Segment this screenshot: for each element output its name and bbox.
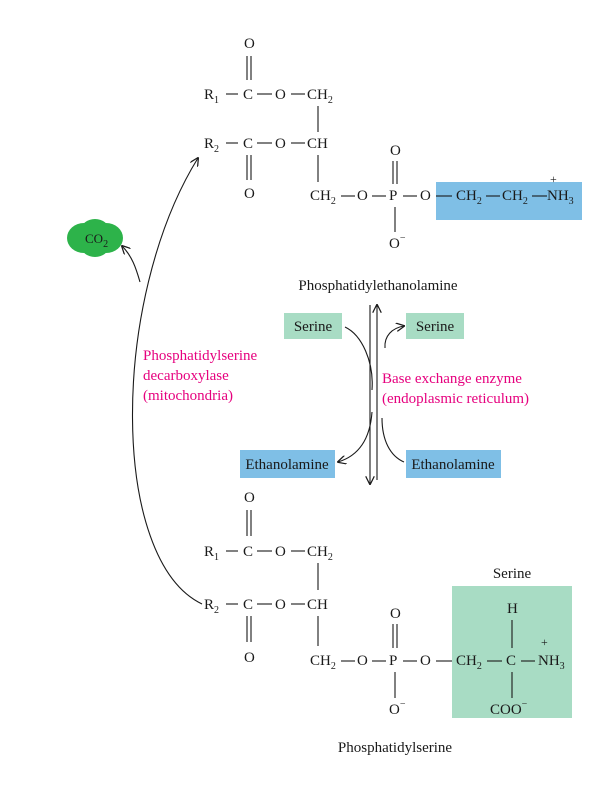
svg-text:CH2: CH2: [310, 188, 336, 207]
svg-text:O: O: [244, 490, 255, 506]
svg-text:C: C: [243, 87, 253, 103]
ethanolamine-out-box: Ethanolamine: [240, 450, 335, 478]
serine-uptake-arrow: [344, 326, 373, 391]
ethanolamine-head-box: [436, 182, 582, 220]
svg-text:CH: CH: [307, 597, 328, 613]
svg-text:O: O: [420, 188, 431, 204]
svg-text:COO−: COO−: [490, 699, 528, 718]
svg-text:R2: R2: [204, 597, 219, 616]
svg-text:CH2: CH2: [456, 188, 482, 207]
svg-text:O: O: [275, 597, 286, 613]
svg-text:O: O: [420, 653, 431, 669]
svg-text:C: C: [243, 136, 253, 152]
svg-text:H: H: [507, 601, 518, 617]
svg-text:C: C: [243, 597, 253, 613]
svg-text:O: O: [275, 136, 286, 152]
decarboxylase-arrow: [131, 158, 203, 605]
svg-text:O−: O−: [389, 233, 406, 252]
serine-out-box: Serine: [406, 313, 464, 339]
ethanolamine-in-box: Ethanolamine: [406, 450, 501, 478]
svg-text:Serine: Serine: [416, 319, 455, 335]
svg-text:O: O: [275, 87, 286, 103]
svg-text:O: O: [357, 188, 368, 204]
svg-text:Base exchange enzyme: Base exchange enzyme: [382, 371, 522, 387]
top-o-carbonyl-1: O: [244, 36, 255, 52]
svg-text:(mitochondria): (mitochondria): [143, 388, 233, 404]
svg-text:Serine: Serine: [493, 566, 532, 582]
svg-text:+: +: [541, 635, 548, 649]
svg-text:CH2: CH2: [310, 653, 336, 672]
ethanolamine-uptake-arrow: [381, 417, 405, 463]
svg-text:P: P: [389, 188, 397, 204]
svg-text:+: +: [550, 172, 557, 186]
svg-text:CH2: CH2: [502, 188, 528, 207]
enzyme-right-label: Base exchange enzyme (endoplasmic reticu…: [382, 371, 529, 407]
svg-text:O: O: [244, 650, 255, 666]
serine-in-box: Serine: [284, 313, 342, 339]
svg-text:O: O: [357, 653, 368, 669]
phosphatidylserine-structure: Serine O R1 C O CH2 R2 C O CH O CH2 O P …: [204, 490, 572, 718]
svg-text:CH2: CH2: [456, 653, 482, 672]
top-molecule-name: Phosphatidylethanolamine: [298, 278, 457, 294]
svg-text:CO2: CO2: [85, 231, 108, 250]
svg-text:R2: R2: [204, 136, 219, 155]
co2-bubble: CO2: [67, 219, 123, 257]
svg-text:NH3: NH3: [547, 188, 574, 207]
svg-text:C: C: [243, 544, 253, 560]
svg-text:O: O: [244, 186, 255, 202]
svg-text:CH2: CH2: [307, 87, 333, 106]
svg-text:CH: CH: [307, 136, 328, 152]
svg-text:O: O: [275, 544, 286, 560]
svg-text:R1: R1: [204, 544, 219, 563]
svg-text:O−: O−: [389, 699, 406, 718]
svg-text:O: O: [390, 606, 401, 622]
svg-text:Ethanolamine: Ethanolamine: [245, 457, 329, 473]
svg-text:O: O: [390, 143, 401, 159]
svg-text:Phosphatidylserine: Phosphatidylserine: [143, 348, 257, 364]
enzyme-left-label: Phosphatidylserine decarboxylase (mitoch…: [143, 348, 257, 404]
phosphatidylethanolamine-structure: O R1 C O CH2 R2 C O CH O CH2 O P O O O−: [204, 36, 582, 252]
svg-text:C: C: [506, 653, 516, 669]
svg-text:NH3: NH3: [538, 653, 565, 672]
svg-text:(endoplasmic reticulum): (endoplasmic reticulum): [382, 391, 529, 407]
serine-release-arrow: [384, 326, 404, 349]
svg-text:Ethanolamine: Ethanolamine: [411, 457, 495, 473]
svg-text:decarboxylase: decarboxylase: [143, 368, 229, 384]
svg-text:P: P: [389, 653, 397, 669]
svg-text:R1: R1: [204, 87, 219, 106]
bottom-molecule-name: Phosphatidylserine: [338, 740, 452, 756]
svg-text:CH2: CH2: [307, 544, 333, 563]
ethanolamine-release-arrow: [338, 411, 373, 462]
co2-release-arrow: [122, 246, 141, 283]
svg-text:Serine: Serine: [294, 319, 333, 335]
